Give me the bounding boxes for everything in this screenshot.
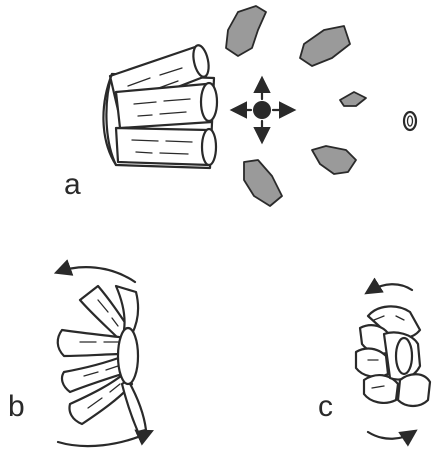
rotation-arrow-top xyxy=(58,267,135,282)
panel-b-label: b xyxy=(8,392,25,422)
fragment-bottom-right xyxy=(312,146,356,174)
panel-c-label: c xyxy=(318,392,333,422)
fragment-small-right xyxy=(340,92,366,106)
fragment-top-left xyxy=(226,6,266,56)
panel-a xyxy=(103,6,416,206)
panel-c xyxy=(356,284,430,439)
center-dot xyxy=(253,101,271,119)
explosion-center xyxy=(234,80,292,140)
fragment-top-right xyxy=(300,26,350,66)
rotation-arrow-bottom xyxy=(58,432,150,446)
small-ring-fragment xyxy=(404,112,416,130)
panel-a-label: a xyxy=(64,170,81,200)
rotation-arrow-bottom-c xyxy=(368,432,414,439)
panel-c-compact-rotor xyxy=(356,306,430,406)
rotation-arrow-top-c xyxy=(368,284,412,292)
panel-b xyxy=(58,267,150,446)
fragment-bottom-left xyxy=(244,160,282,206)
panel-b-petal-rotor xyxy=(58,286,146,432)
panel-a-cylinder-stack xyxy=(103,44,217,168)
